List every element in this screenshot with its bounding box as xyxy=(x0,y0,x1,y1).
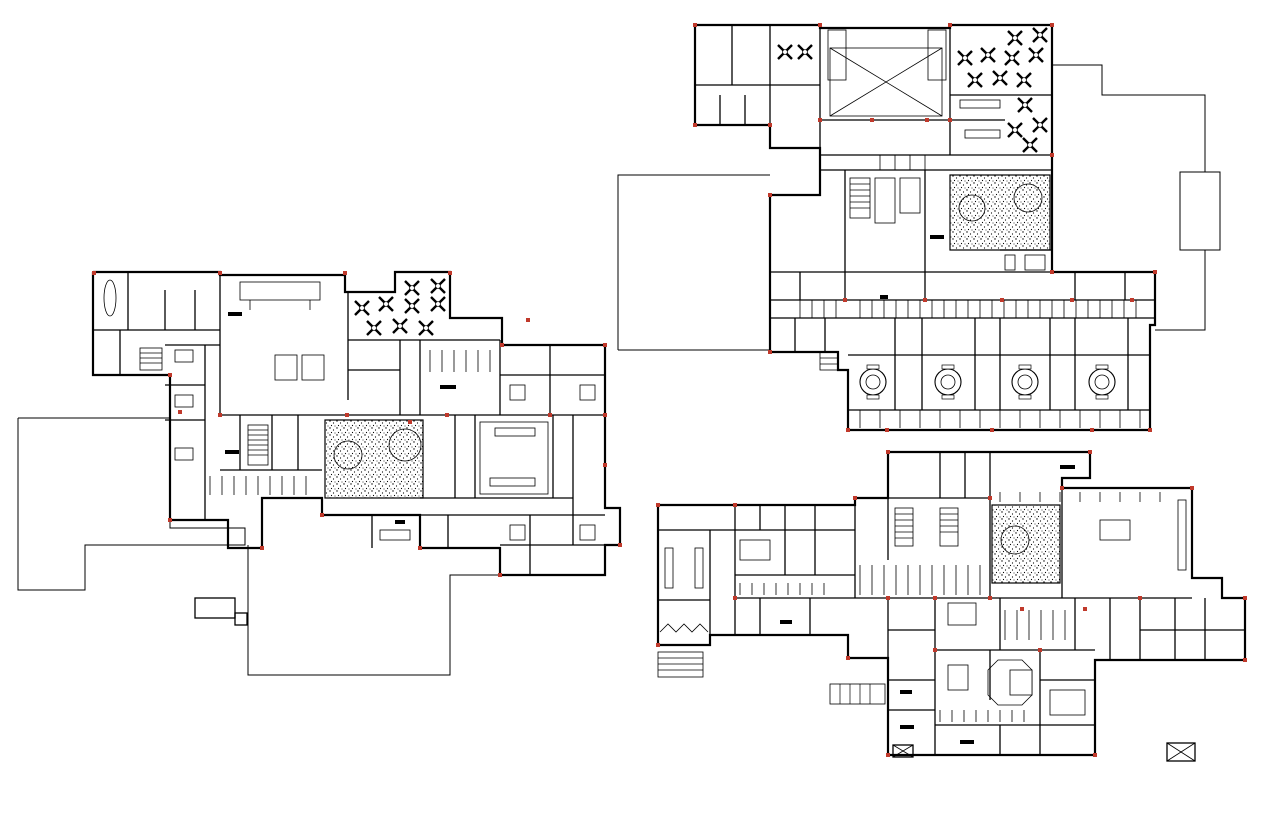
plan-left xyxy=(17,270,622,676)
plan-top-right xyxy=(617,23,1221,432)
plan-bottom-right xyxy=(656,450,1247,762)
